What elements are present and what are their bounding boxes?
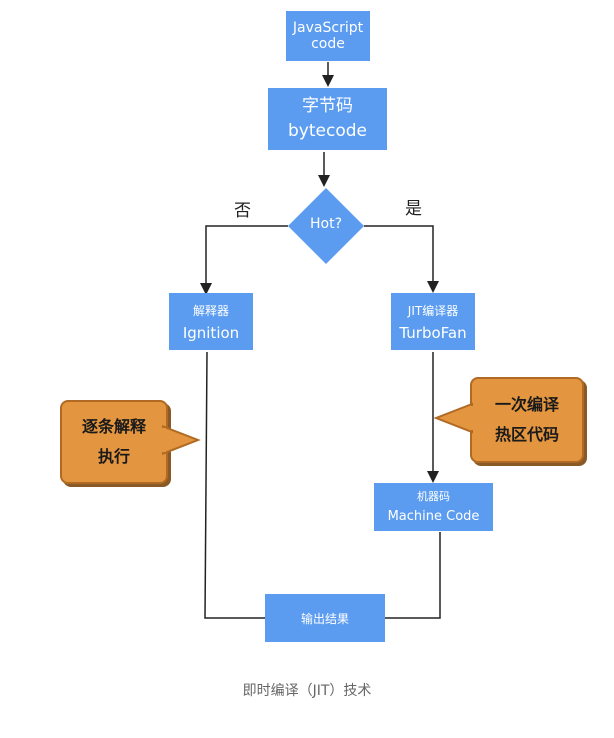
ignition-line2: Ignition	[182, 323, 240, 342]
callout-compile-line1: 一次编译	[494, 395, 559, 414]
output-label: 输出结果	[300, 611, 349, 626]
figure-caption: 即时编译（JIT）技术	[242, 683, 372, 699]
edge-machine-to-output	[385, 532, 441, 619]
decision-diamond	[288, 188, 364, 264]
machine-code-line2: Machine Code	[387, 509, 480, 524]
callout-compile-line2: 热区代码	[494, 425, 559, 444]
edge-ignition-to-output	[204, 351, 265, 619]
machine-code-node: 机器码 Machine Code	[374, 483, 493, 531]
ignition-node: 解释器 Ignition	[169, 293, 253, 350]
ignition-line1: 解释器	[192, 303, 229, 318]
callout-interpret-line2: 执行	[97, 447, 130, 466]
machine-code-line1: 机器码	[417, 490, 450, 503]
js-code-line2: code	[311, 36, 345, 52]
callout-compile-pointer	[434, 402, 474, 434]
edge-label-no: 否	[234, 201, 251, 221]
turbofan-line2: TurboFan	[399, 323, 467, 342]
js-code-line1: JavaScript	[292, 20, 364, 36]
bytecode-line1: 字节码	[302, 96, 353, 116]
callout-compile: 一次编译 热区代码	[470, 377, 584, 463]
turbofan-node: JIT编译器 TurboFan	[391, 293, 475, 350]
bytecode-line2: bytecode	[288, 121, 367, 141]
decision-label: Hot?	[309, 216, 342, 232]
callout-interpret: 逐条解释 执行	[60, 400, 168, 484]
edge-decision-no	[200, 225, 288, 295]
edge-label-yes: 是	[405, 199, 422, 219]
output-node: 输出结果	[265, 594, 385, 642]
js-code-node: JavaScript code	[286, 11, 370, 61]
edge-decision-yes	[364, 225, 439, 293]
callout-interpret-pointer	[162, 424, 201, 456]
callout-interpret-line1: 逐条解释	[81, 417, 146, 436]
bytecode-node: 字节码 bytecode	[268, 88, 387, 150]
turbofan-line1: JIT编译器	[407, 303, 459, 318]
